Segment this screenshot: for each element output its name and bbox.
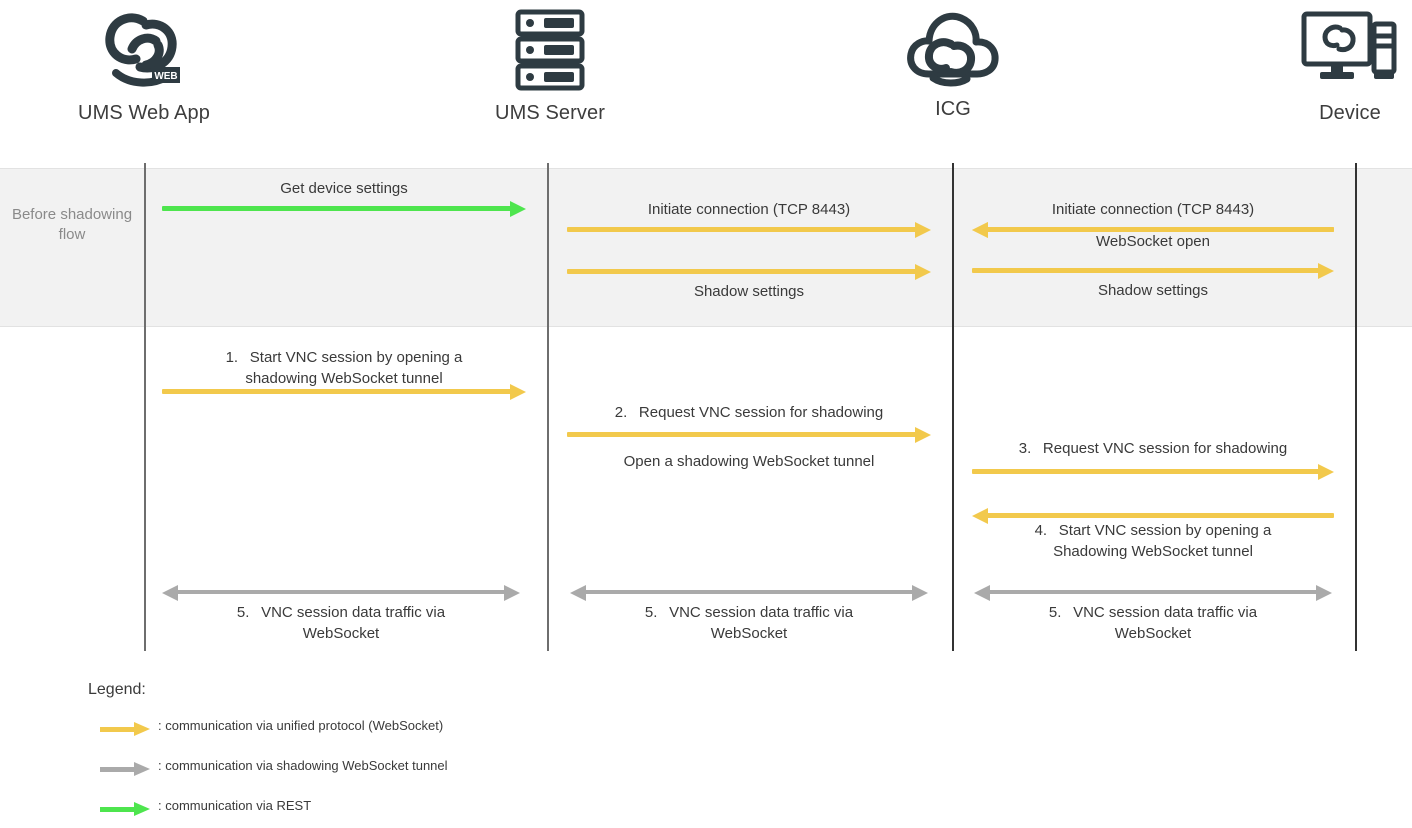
arrow-head-right bbox=[134, 762, 150, 776]
message-label-websocket-open: WebSocket open bbox=[1096, 233, 1210, 250]
arrow-head-right bbox=[134, 802, 150, 816]
arrow-shaft bbox=[988, 590, 1318, 594]
message-label-shadow-settings-device: Shadow settings bbox=[1097, 282, 1209, 299]
arrow-shaft bbox=[100, 807, 140, 812]
legend-arrow-icon bbox=[100, 762, 156, 776]
message-label-step-5-vnc-data-traffic-server: 5. VNC session data traffic via WebSocke… bbox=[644, 604, 854, 642]
arrow-shaft bbox=[100, 767, 140, 772]
phase-band-label: Before shadowing flow bbox=[11, 206, 133, 243]
message-label-shadow-settings-server: Shadow settings bbox=[693, 283, 805, 300]
legend-label: : communication via unified protocol (We… bbox=[158, 718, 444, 733]
arrow-shaft bbox=[584, 590, 914, 594]
arrow-shaft bbox=[162, 206, 512, 211]
arrow-shaft bbox=[972, 469, 1320, 474]
actor-label: UMS Web App bbox=[78, 102, 210, 124]
arrow-head-right bbox=[915, 221, 931, 238]
arrow-head-left bbox=[972, 221, 988, 238]
arrow-head-right bbox=[510, 200, 526, 217]
message-label-step-1-start-vnc-session: 1. Start VNC session by opening a shadow… bbox=[225, 349, 463, 387]
message-label-step-2-request-vnc-session: 2. Request VNC session for shadowing bbox=[614, 404, 884, 421]
arrow-shaft bbox=[972, 268, 1320, 273]
legend-label: : communication via shadowing WebSocket … bbox=[158, 758, 448, 773]
cloud-gateway-icon bbox=[843, 0, 1063, 92]
before-shadowing-flow-band bbox=[0, 168, 1412, 327]
arrow-head-right bbox=[504, 585, 520, 601]
arrow-head-right bbox=[915, 426, 931, 443]
arrow-head-right bbox=[510, 383, 526, 400]
arrow-head-left bbox=[972, 507, 988, 524]
lifeline-icg bbox=[952, 163, 954, 651]
arrow-shaft bbox=[100, 727, 140, 732]
ums-web-app-logo-icon: WEB bbox=[34, 4, 254, 96]
actor-ums-web-app: WEB UMS Web App bbox=[34, 4, 254, 125]
arrow-shaft bbox=[567, 432, 917, 437]
arrow-shaft bbox=[176, 590, 506, 594]
actor-label: ICG bbox=[935, 98, 971, 120]
message-label-step-5-vnc-data-traffic-web: 5. VNC session data traffic via WebSocke… bbox=[236, 604, 446, 642]
message-label-initiate-connection-device: Initiate connection (TCP 8443) bbox=[1051, 201, 1255, 218]
actor-device: Device bbox=[1240, 4, 1412, 125]
lifeline-ums-server bbox=[547, 163, 549, 651]
message-label-initiate-connection-server: Initiate connection (TCP 8443) bbox=[647, 201, 851, 218]
message-label-open-shadowing-websocket-tunnel: Open a shadowing WebSocket tunnel bbox=[623, 453, 875, 470]
arrow-head-right bbox=[1316, 585, 1332, 601]
message-label-get-device-settings: Get device settings bbox=[280, 180, 408, 197]
arrow-head-left bbox=[162, 585, 178, 601]
arrow-head-right bbox=[912, 585, 928, 601]
arrow-shaft bbox=[567, 269, 917, 274]
legend-label: : communication via REST bbox=[158, 798, 312, 813]
legend-arrow-icon bbox=[100, 722, 156, 736]
arrow-head-right bbox=[1318, 262, 1334, 279]
lifeline-device bbox=[1355, 163, 1357, 651]
actor-icg: ICG bbox=[843, 0, 1063, 121]
lifeline-ums-web-app bbox=[144, 163, 146, 651]
actor-label: Device bbox=[1319, 102, 1381, 124]
arrow-shaft bbox=[567, 227, 917, 232]
monitor-tower-icon bbox=[1240, 4, 1412, 96]
arrow-shaft bbox=[986, 227, 1334, 232]
svg-text:WEB: WEB bbox=[154, 71, 177, 82]
legend-title: Legend: bbox=[88, 681, 146, 698]
arrow-head-right bbox=[1318, 463, 1334, 480]
server-rack-icon bbox=[440, 4, 660, 96]
arrow-shaft bbox=[162, 389, 512, 394]
actor-label: UMS Server bbox=[495, 102, 605, 124]
message-label-step-3-request-vnc-session: 3. Request VNC session for shadowing bbox=[1018, 440, 1288, 457]
actor-ums-server: UMS Server bbox=[440, 4, 660, 125]
arrow-head-left bbox=[974, 585, 990, 601]
message-label-step-4-start-vnc-session: 4. Start VNC session by opening a Shadow… bbox=[1034, 522, 1272, 560]
arrow-head-left bbox=[570, 585, 586, 601]
arrow-head-right bbox=[134, 722, 150, 736]
message-label-step-5-vnc-data-traffic-icg: 5. VNC session data traffic via WebSocke… bbox=[1048, 604, 1258, 642]
arrow-head-right bbox=[915, 263, 931, 280]
arrow-shaft bbox=[986, 513, 1334, 518]
legend-arrow-icon bbox=[100, 802, 156, 816]
